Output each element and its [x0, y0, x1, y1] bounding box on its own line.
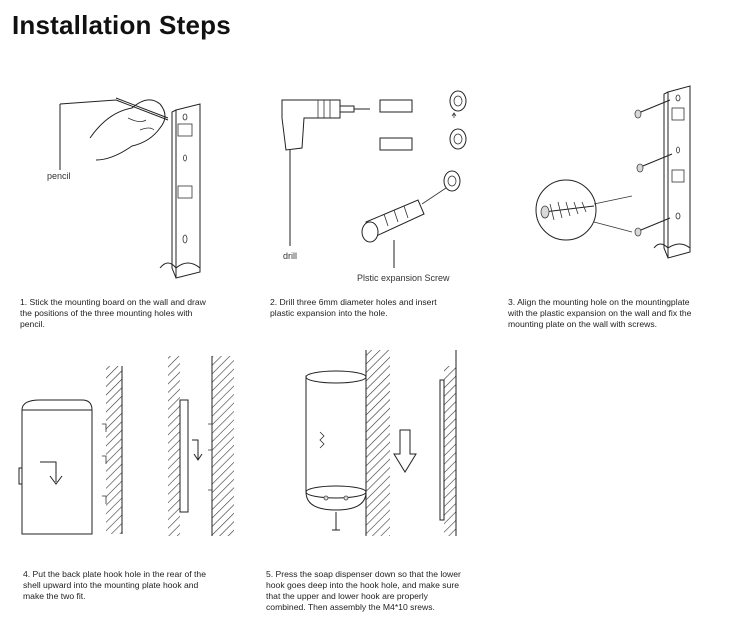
large-expansion-screw — [361, 170, 461, 268]
down-arrow — [393, 429, 417, 473]
step-4-text: 4. Put the back plate hook hole in the r… — [23, 569, 206, 601]
mounting-plate-3 — [653, 85, 691, 259]
step-3-text: 3. Align the mounting hole on the mounti… — [508, 297, 692, 329]
wall-section-b — [168, 356, 203, 536]
drill-tool — [281, 99, 370, 246]
mounting-plate-1 — [159, 103, 201, 279]
screws — [634, 99, 673, 237]
expansion-plugs — [379, 90, 467, 151]
pencil-label: pencil — [47, 171, 71, 181]
drill-label: drill — [283, 251, 298, 261]
wall-section-e — [439, 350, 457, 536]
plastic-screw-label: Plstic expansion Screw — [357, 273, 450, 283]
step-2-text: 2. Drill three 6mm diameter holes and in… — [270, 297, 437, 318]
wall-section-d — [365, 350, 390, 536]
magnified-screw — [535, 179, 633, 241]
step-1-text: 1. Stick the mounting board on the wall … — [20, 297, 206, 329]
wall-section-a — [102, 366, 123, 534]
dispenser-body — [305, 370, 367, 531]
hand-with-pencil — [59, 97, 169, 170]
dispenser-shell — [18, 399, 93, 535]
page-title: Installation Steps — [12, 10, 231, 40]
step-5-text: 5. Press the soap dispenser down so that… — [266, 569, 461, 612]
wall-section-c — [208, 356, 234, 536]
